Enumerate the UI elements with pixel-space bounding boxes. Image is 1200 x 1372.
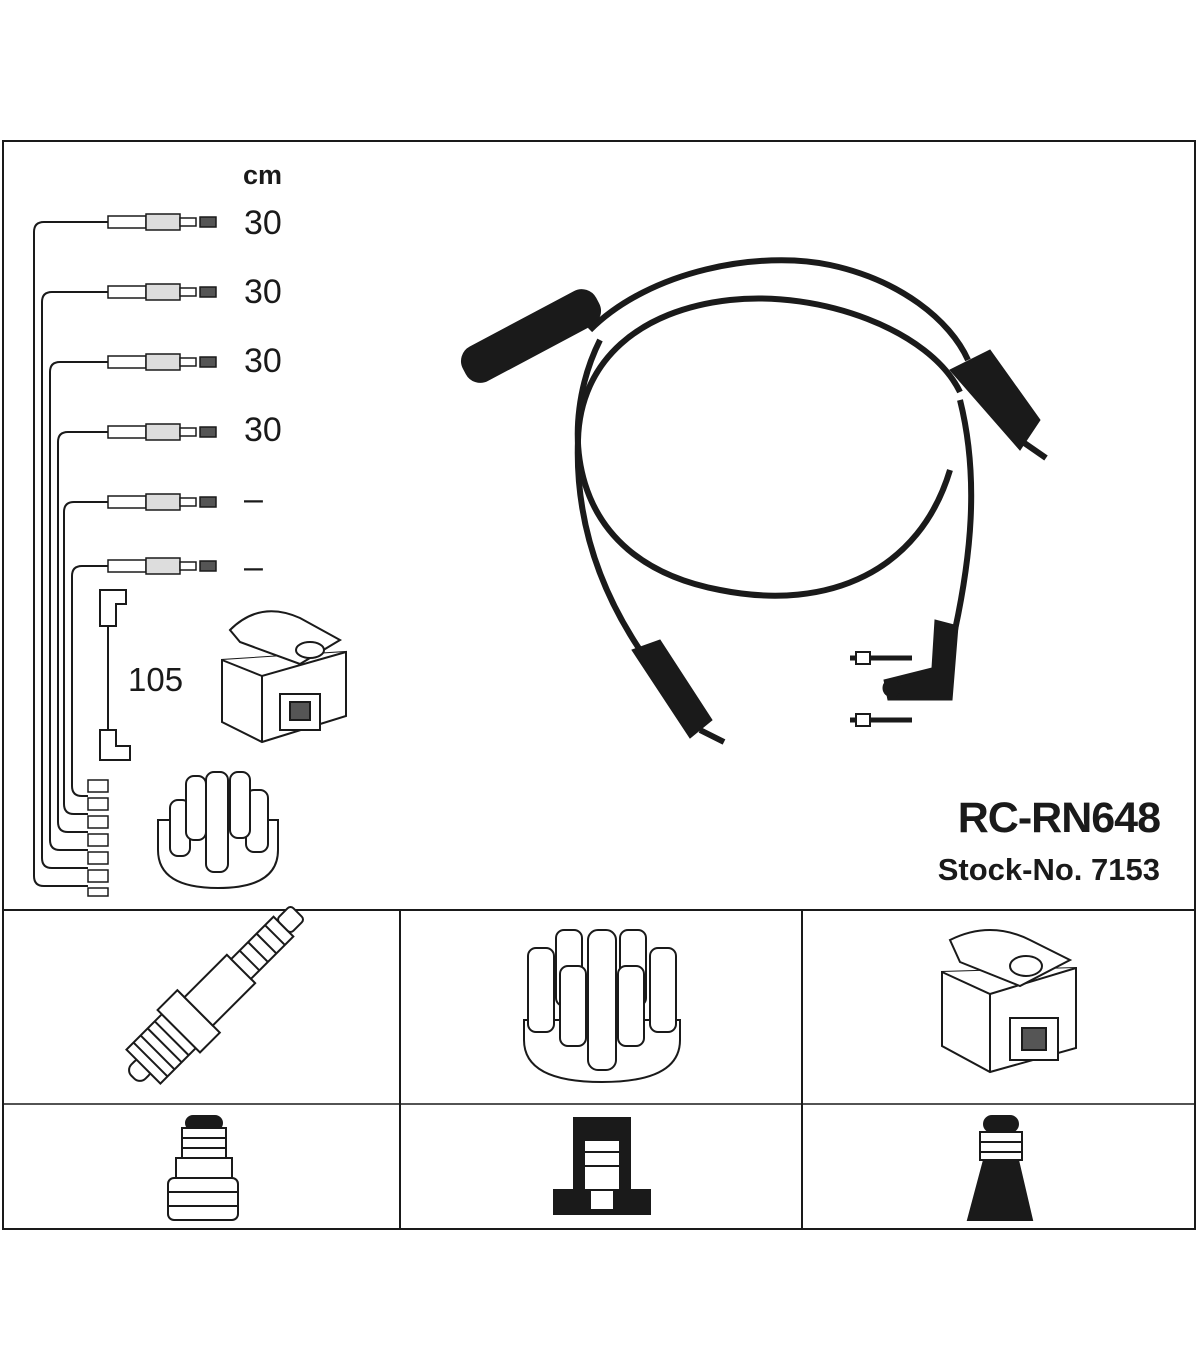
ignition-cable-set-icon [460,257,1048,745]
cable-length-1: 30 [244,204,282,242]
ignition-coil-small [221,610,347,744]
coil-terminal-icon [966,1115,1034,1221]
coil-lead [99,589,131,761]
spark-plug-icon [125,906,304,1085]
cable-length-5: – [244,480,263,518]
unit-label: cm [243,160,283,190]
cable-length-2: 30 [244,273,282,311]
cable-length-3: 30 [244,342,282,380]
wire-connectors [87,213,217,897]
distributor-cap-icon [523,929,681,1084]
ignition-coil-icon [941,929,1077,1074]
cable-length-6: – [244,548,263,586]
spark-plug-terminal-icon [167,1115,239,1221]
part-number: RC-RN648 [957,794,1161,842]
distributor-cap-terminal-icon [553,1117,651,1215]
cable-length-4: 30 [244,411,282,449]
stock-number: Stock-No. 7153 [937,852,1160,887]
product-sheet [2,140,1196,1230]
coil-lead-length: 105 [128,661,184,698]
wire-schematic [33,221,108,887]
distributor-cap-small [157,771,279,890]
